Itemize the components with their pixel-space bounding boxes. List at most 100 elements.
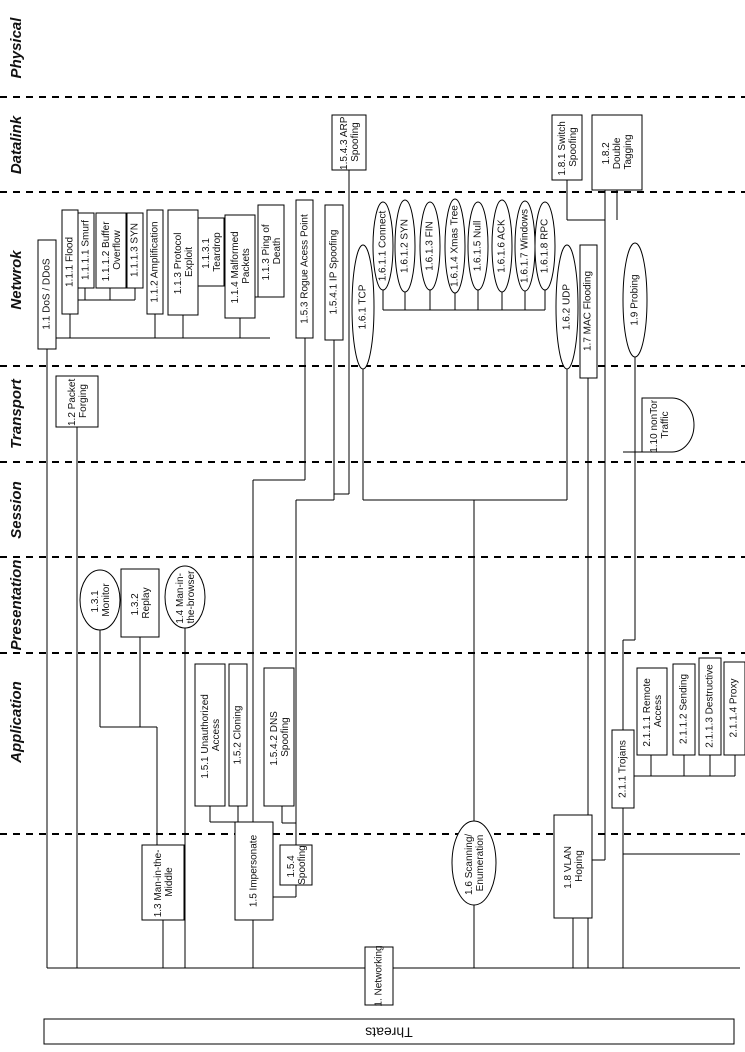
svg-text:1.3 Man-in-the- Middle: 1.3 Man-in-the- Middle (153, 847, 175, 918)
node-mitm: 1.3 Man-in-the- Middle (141, 844, 185, 921)
node-cloning: 1.5.2 Cloning (228, 663, 248, 807)
svg-text:1.1.3 Protocol Exploit: 1.1.3 Protocol Exploit (173, 230, 195, 295)
node-flood: 1.1.1 Flood (61, 209, 79, 315)
svg-text:1.6.1.2 SYN: 1.6.1.2 SYN (400, 219, 411, 273)
svg-text:1.1.1 Flood: 1.1.1 Flood (65, 237, 76, 287)
node-protocol-exploit: 1.1.3 Protocol Exploit (167, 209, 199, 316)
svg-text:1.3.2 Replay: 1.3.2 Replay (130, 587, 152, 618)
node-rpc: 1.6.1.8 RPC (534, 201, 556, 291)
svg-text:2.1.1.2 Sending: 2.1.1.2 Sending (679, 674, 690, 744)
svg-text:2.1.1.1 Remote Access: 2.1.1.1 Remote Access (642, 675, 664, 746)
node-remote-access: 2.1.1.1 Remote Access (636, 667, 668, 756)
node-ip-spoofing: 1.5.4.1 IP Spoofing (324, 204, 344, 341)
svg-text:1.6.1.1 Connect: 1.6.1.1 Connect (378, 210, 389, 281)
svg-text:1.5 Impersonate: 1.5 Impersonate (249, 834, 260, 907)
svg-text:1.5.3 Rogue Acess Point: 1.5.3 Rogue Acess Point (300, 214, 311, 324)
node-ack: 1.6.1.6 ACK (491, 199, 513, 293)
svg-text:1.4 Man-in- the-browser: 1.4 Man-in- the-browser (175, 570, 197, 624)
layer-label-presentation: Presentation (8, 560, 25, 651)
svg-text:1.1 DoS / DDoS: 1.1 DoS / DDoS (42, 258, 53, 329)
node-vlan-hopping: 1.8 VLAN Hoping (553, 814, 593, 919)
node-packet-forging: 1.2 Packet Forging (55, 375, 99, 428)
node-mac-flooding: 1.7 MAC Flooding (579, 244, 598, 379)
node-teardrop: 1.1.3.1 Teardrop (197, 217, 225, 287)
node-trojans: 2.1.1 Trojans (611, 729, 635, 809)
svg-text:1. Networking: 1. Networking (374, 945, 385, 1006)
node-ping-of-death: 1.1.3 Ping of Death (257, 204, 285, 298)
svg-text:2.1.1.4 Proxy: 2.1.1.4 Proxy (729, 679, 740, 738)
node-nontor-traffic: 1.10 nonTor Traffic (641, 397, 695, 453)
svg-text:1.6.1.8 RPC: 1.6.1.8 RPC (540, 219, 551, 273)
node-buffer-overflow: 1.1.1.2 Buffer Overflow (95, 212, 127, 289)
node-double-tagging: 1.8.2 Double Tagging (591, 114, 643, 191)
node-dns-spoofing: 1.5.4.2 DNS Spoofing (263, 667, 295, 807)
svg-text:1.10 nonTor Traffic: 1.10 nonTor Traffic (649, 397, 671, 453)
node-amplification: 1.1.2 Amplification (146, 209, 164, 315)
svg-text:1.6.1.7 Windows: 1.6.1.7 Windows (520, 209, 531, 283)
svg-text:1.6.2 UDP: 1.6.2 UDP (562, 284, 573, 330)
svg-text:2.1.1.3 Destructive: 2.1.1.3 Destructive (705, 664, 716, 748)
svg-text:1.6.1.4 Xmas Tree: 1.6.1.4 Xmas Tree (450, 205, 461, 287)
svg-text:1.1.1.1 Smurf: 1.1.1.1 Smurf (81, 220, 92, 280)
node-syn: 1.1.1.3 SYN (126, 212, 144, 289)
node-replay: 1.3.2 Replay (120, 568, 160, 638)
layer-labels: Physical Datalink Netwrok Transport Sess… (8, 17, 25, 764)
svg-text:1.5.4.1 IP Spoofing: 1.5.4.1 IP Spoofing (329, 230, 340, 315)
svg-text:1.2 Packet Forging: 1.2 Packet Forging (67, 376, 89, 426)
node-rogue-access-point: 1.5.3 Rogue Acess Point (295, 199, 314, 339)
node-sending: 2.1.1.2 Sending (672, 663, 696, 756)
svg-text:1.6.1.3 FIN: 1.6.1.3 FIN (425, 221, 436, 270)
svg-text:1.1.3 Ping of Death: 1.1.3 Ping of Death (261, 222, 283, 281)
svg-text:1.1.3.1 Teardrop: 1.1.3.1 Teardrop (201, 232, 223, 272)
node-monitor: 1.3.1 Monitor (79, 569, 121, 631)
layer-label-datalink: Datalink (8, 115, 25, 174)
node-connect: 1.6.1.1 Connect (372, 201, 394, 291)
svg-text:1.7 MAC Flooding: 1.7 MAC Flooding (583, 271, 594, 351)
node-dos: 1.1 DoS / DDoS (37, 239, 57, 350)
node-windows: 1.6.1.7 Windows (514, 200, 536, 292)
svg-text:1.1.4 Malformed Packets: 1.1.4 Malformed Packets (230, 228, 252, 303)
svg-text:1.9 Probing: 1.9 Probing (630, 274, 641, 325)
svg-text:1.6.1.6 ACK: 1.6.1.6 ACK (497, 219, 508, 273)
svg-text:1.3.1 Monitor: 1.3.1 Monitor (90, 583, 112, 617)
layer-label-network: Netwrok (8, 250, 25, 310)
svg-text:2.1.1 Trojans: 2.1.1 Trojans (618, 740, 629, 798)
node-mitb: 1.4 Man-in- the-browser (164, 565, 206, 629)
svg-text:1.5.4.2 DNS Spoofing: 1.5.4.2 DNS Spoofing (269, 708, 291, 765)
svg-text:1.5.4 Spoofing: 1.5.4 Spoofing (286, 845, 308, 884)
node-spoofing: 1.5.4 Spoofing (279, 844, 313, 886)
node-scanning: 1.6 Scanning/ Enumeration (451, 820, 497, 906)
svg-text:1.1.1.2 Buffer Overflow: 1.1.1.2 Buffer Overflow (101, 219, 123, 282)
layer-label-physical: Physical (8, 17, 25, 79)
node-probing: 1.9 Probing (622, 242, 648, 358)
layer-label-session: Session (8, 481, 25, 539)
svg-text:1.6.1.5 Null: 1.6.1.5 Null (473, 221, 484, 272)
node-proxy: 2.1.1.4 Proxy (723, 661, 745, 756)
node-impersonate: 1.5 Impersonate (234, 821, 274, 921)
node-malformed: 1.1.4 Malformed Packets (224, 214, 256, 319)
svg-text:1.6 Scanning/ Enumeratio: 1.6 Scanning/ Enumeration (464, 831, 486, 895)
layer-dividers (0, 96, 745, 835)
svg-text:1.8 VLAN Hoping: 1.8 VLAN Hoping (563, 843, 585, 889)
node-null: 1.6.1.5 Null (467, 201, 489, 291)
node-fin: 1.6.1.3 FIN (419, 201, 441, 291)
svg-text:1.6.1 TCP: 1.6.1 TCP (358, 284, 369, 329)
node-smurf: 1.1.1.1 Smurf (77, 212, 95, 289)
node-destructive: 2.1.1.3 Destructive (698, 657, 722, 756)
node-tcp-syn: 1.6.1.2 SYN (394, 199, 416, 293)
svg-text:Threats: Threats (365, 1024, 412, 1040)
root-threats: Threats (43, 1018, 735, 1045)
node-tcp: 1.6.1 TCP (351, 244, 375, 370)
svg-text:1.1.2 Amplification: 1.1.2 Amplification (150, 221, 161, 302)
svg-text:1.1.1.3 SYN: 1.1.1.3 SYN (130, 223, 141, 277)
node-switch-spoofing: 1.8.1 Switch Spoofing (551, 114, 583, 181)
layer-label-application: Application (8, 681, 25, 764)
svg-text:1.5.1 Unauthorized Acces: 1.5.1 Unauthorized Access (200, 691, 222, 778)
svg-text:1.5.4.3 ARP Spoofing: 1.5.4.3 ARP Spoofing (339, 114, 361, 170)
svg-text:1.8.1 Switch Spoofing: 1.8.1 Switch Spoofing (557, 118, 579, 175)
node-xmas: 1.6.1.4 Xmas Tree (444, 198, 466, 294)
node-udp: 1.6.2 UDP (555, 244, 579, 370)
node-networking: 1. Networking (364, 945, 394, 1007)
node-arp-spoofing: 1.5.4.3 ARP Spoofing (331, 114, 367, 171)
